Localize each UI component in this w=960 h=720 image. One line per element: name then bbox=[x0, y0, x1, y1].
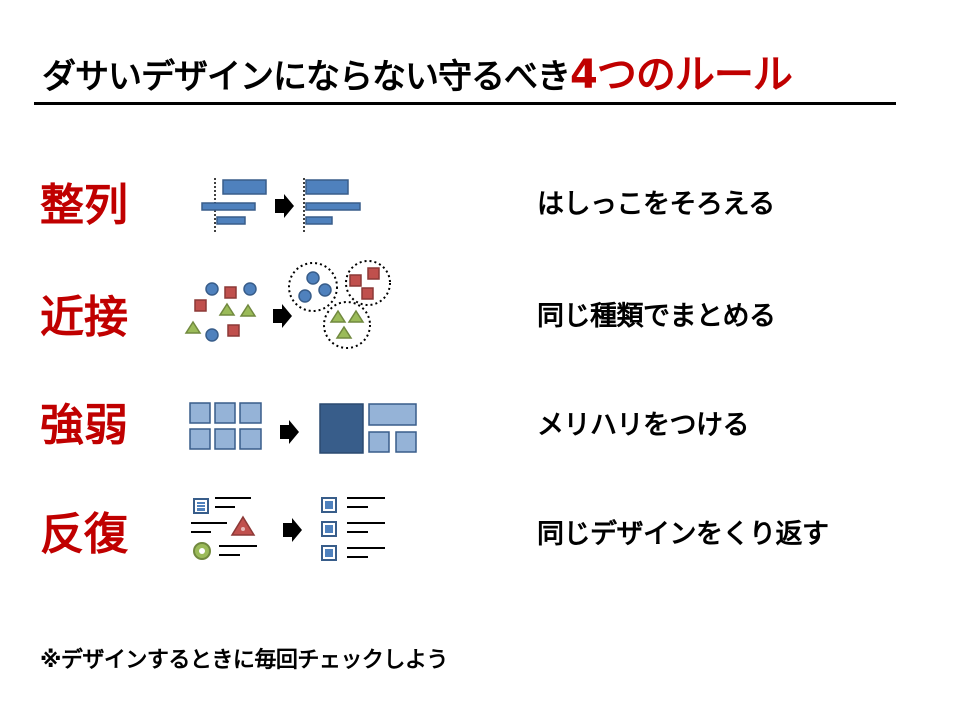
rule-label-proximity: 近接 bbox=[40, 292, 128, 343]
contrast-diagram-icon bbox=[189, 402, 417, 454]
rule-label-alignment: 整列 bbox=[40, 180, 128, 231]
rule-description-contrast: メリハリをつける bbox=[537, 410, 750, 441]
title-main: ダサいデザインにならない守るべき bbox=[42, 57, 571, 97]
alignment-diagram-icon bbox=[201, 178, 361, 232]
rule-description-proximity: 同じ種類でまとめる bbox=[537, 301, 776, 332]
repetition-diagram-icon bbox=[191, 497, 385, 561]
title-accent: 4つのルール bbox=[570, 52, 793, 98]
rule-label-repetition: 反復 bbox=[40, 509, 128, 560]
rule-description-alignment: はしっこをそろえる bbox=[537, 189, 775, 220]
slide-title: ダサいデザインにならない守るべき4つのルール bbox=[42, 50, 793, 100]
rule-label-contrast: 強弱 bbox=[40, 400, 128, 451]
proximity-diagram-icon bbox=[184, 260, 391, 349]
title-underline bbox=[34, 102, 896, 105]
footnote: ※デザインするときに毎回チェックしよう bbox=[40, 648, 448, 673]
rule-description-repetition: 同じデザインをくり返す bbox=[537, 519, 829, 550]
